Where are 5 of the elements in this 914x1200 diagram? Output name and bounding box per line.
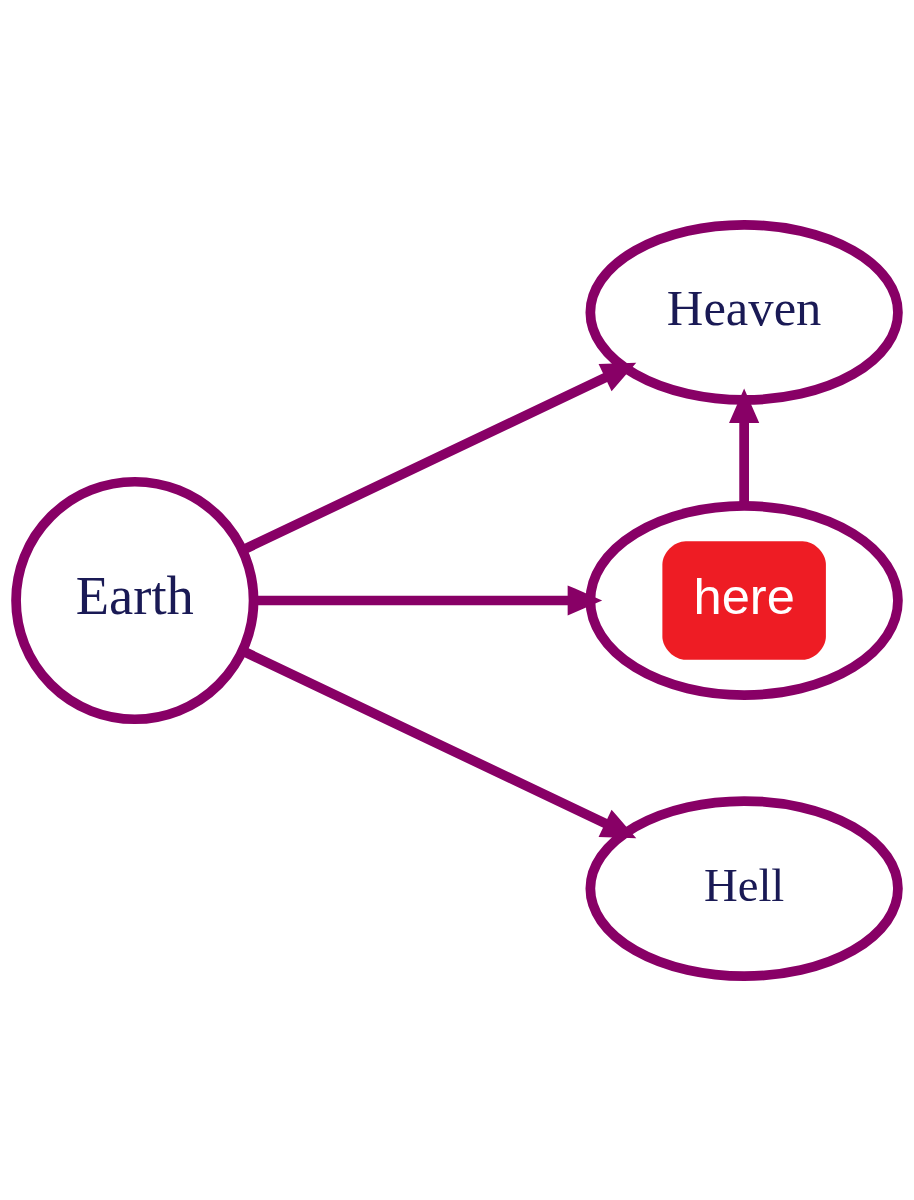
node-ellipse: Hell: [585, 795, 903, 981]
node-ellipse: Heaven: [585, 219, 903, 405]
node-ellipse: here: [585, 500, 903, 700]
node-circle: Earth: [11, 476, 259, 724]
arrow: [729, 387, 760, 505]
